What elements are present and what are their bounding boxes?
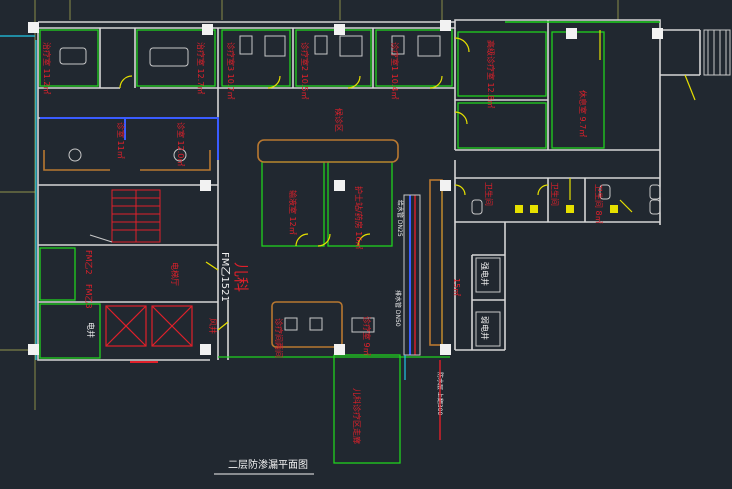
pipe-lines — [0, 21, 660, 360]
room-outlines — [39, 29, 605, 464]
room-label-r22: 卫生间 — [550, 182, 560, 206]
room-label-r11: 输液室 12㎡ — [288, 190, 298, 235]
shafts — [403, 29, 731, 356]
room-label-r1: 治疗室 11.2㎡ — [42, 42, 52, 94]
room-label-r19: 诊疗室 9㎡ — [362, 316, 372, 356]
room-label-r4: 诊疗室2 10.5㎡ — [300, 42, 310, 99]
room-label-r9: 诊室 12.0㎡ — [176, 122, 186, 166]
room-label-r23: 卫生间 8㎡ — [594, 184, 604, 224]
annotation-a2: 给水管 DN25 — [396, 200, 404, 237]
room-label-r16: 电井 — [86, 322, 96, 338]
room-label-r12: 护士站/药房 16㎡ — [354, 186, 364, 249]
room-label-r6: 高级诊疗室 12.8㎡ — [486, 40, 496, 108]
room-label-r17: 风井 — [208, 318, 218, 334]
casework — [43, 139, 443, 348]
pipe-annotations: 排水管 DN50 给水管 DN25 防水层 上翻300 — [394, 200, 444, 416]
room-label-r25: 弱电井 — [480, 316, 490, 340]
room-label-r10: 候诊区 — [334, 108, 344, 132]
annotation-a1: 排水管 DN50 — [394, 290, 402, 327]
department-label: 儿科 — [232, 262, 250, 292]
room-label-r21: 卫生间 — [484, 182, 494, 206]
room-label-r8: 诊室 11㎡ — [116, 122, 126, 159]
elevators — [105, 305, 193, 363]
room-label-r26: 15㎡ — [452, 278, 461, 296]
grid-lines — [0, 0, 619, 410]
room-label-r15: FM乙3 — [84, 284, 93, 309]
room-labels: 治疗室 11.2㎡ 治疗室 12.7㎡ 诊疗室3 10.7㎡ 诊疗室2 10.5… — [42, 40, 604, 444]
columns — [28, 20, 663, 355]
room-label-r5: 诊疗室1 10.4㎡ — [390, 42, 400, 99]
walls — [37, 19, 701, 361]
furniture — [59, 35, 661, 333]
room-label-r13: 电梯厅 — [170, 262, 180, 286]
room-label-r18: 诊疗间两间 — [274, 318, 284, 358]
room-label-r2: 治疗室 12.7㎡ — [196, 42, 206, 94]
room-label-r24: 强电井 — [480, 262, 490, 286]
room-label-r14: FM乙2 — [84, 250, 93, 275]
room-label-r3: 诊疗室3 10.7㎡ — [226, 42, 236, 99]
room-label-r7: 休息室 9.7㎡ — [578, 90, 588, 137]
room-label-r20: 儿科诊疗区走廊 — [352, 388, 362, 444]
drawing-title: 二层防渗漏平面图 — [228, 458, 308, 471]
door-code-label: FM乙1521 — [219, 252, 231, 302]
stair — [89, 189, 161, 243]
doors — [119, 30, 696, 331]
